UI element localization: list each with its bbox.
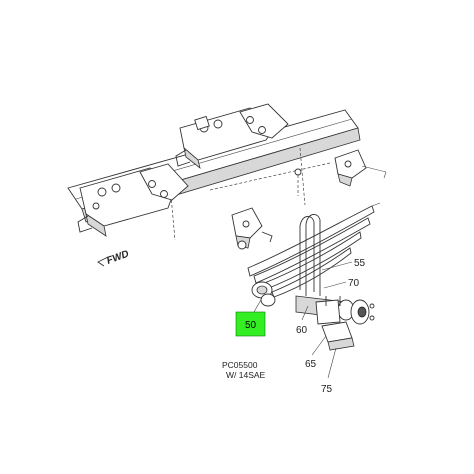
callout-70: 70 [348,278,360,289]
diagram-variant: W/ 14SAE [226,370,266,380]
callout-leader-lines [253,261,353,379]
upper-crossmember [175,103,289,170]
leaf-spring [247,202,381,298]
callout-65: 65 [305,359,317,370]
front-hanger-bracket [231,207,273,250]
callout-55: 55 [354,258,366,269]
callout-50-highlight[interactable]: 50 [235,311,266,337]
callout-60: 60 [296,325,308,336]
spring-bushing [251,281,276,307]
lower-crossmember [77,163,189,237]
diagram-code: PC05500 [222,360,258,370]
callout-50: 50 [245,320,257,331]
u-bolts [299,214,321,296]
rear-hanger-bracket [294,149,387,196]
fwd-label: FWD [105,249,130,267]
forward-direction-indicator: FWD [97,249,130,267]
forward-arrow-icon [97,256,109,267]
highlight-box [235,311,266,337]
callout-75: 75 [321,384,333,395]
axle-assembly [295,295,375,351]
